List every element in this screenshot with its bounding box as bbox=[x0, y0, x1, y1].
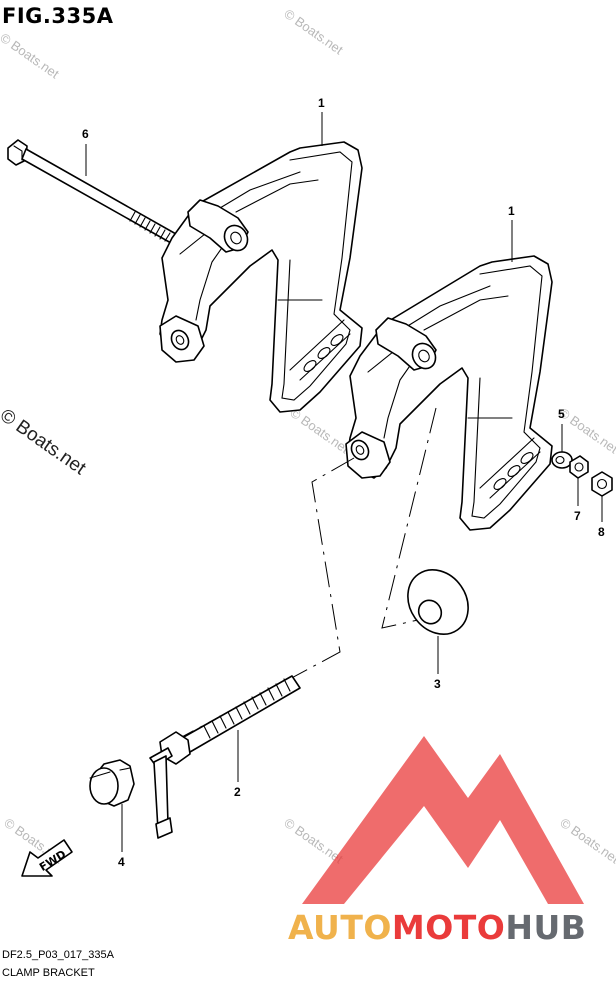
part-number-6: 6 bbox=[82, 127, 89, 141]
thrust-pad-part-3 bbox=[407, 569, 469, 635]
part-number-2: 2 bbox=[234, 785, 241, 799]
brand-auto: AUTO bbox=[288, 908, 392, 947]
clamp-screw-part-2 bbox=[149, 675, 301, 839]
fwd-arrow: FWD bbox=[21, 839, 73, 877]
automotohub-logo-icon bbox=[302, 736, 584, 904]
part-number-3: 3 bbox=[434, 677, 441, 691]
brand-moto: MOTO bbox=[391, 908, 506, 947]
bolt-part-6 bbox=[7, 139, 177, 244]
part-number-4: 4 bbox=[118, 855, 125, 869]
bushing-part-4 bbox=[89, 759, 135, 807]
clamp-bracket-upper bbox=[159, 141, 363, 413]
clamp-bracket-lower bbox=[345, 255, 553, 531]
figure-code: DF2.5_P03_017_335A bbox=[2, 949, 114, 961]
part-number-1-upper: 1 bbox=[318, 96, 325, 110]
part-number-8: 8 bbox=[598, 525, 605, 539]
nut-part-8 bbox=[591, 471, 613, 497]
part-number-1-lower: 1 bbox=[508, 204, 515, 218]
part-number-5: 5 bbox=[558, 407, 565, 421]
washer-part-5 bbox=[551, 451, 573, 469]
figure-caption: CLAMP BRACKET bbox=[2, 967, 95, 979]
automotohub-brand-text: AUTOMOTOHUB bbox=[288, 908, 586, 947]
part-number-7: 7 bbox=[574, 509, 581, 523]
figure-title: FIG.335A bbox=[2, 4, 114, 28]
spring-washer-part-7 bbox=[569, 455, 589, 479]
brand-hub: HUB bbox=[505, 908, 587, 947]
